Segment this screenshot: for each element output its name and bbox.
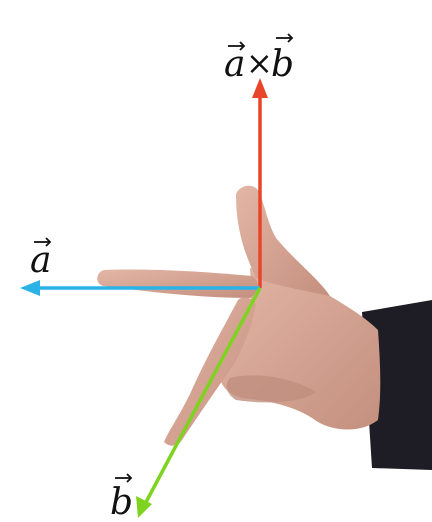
vector-b-label-text: b bbox=[110, 482, 133, 522]
arrow-hat-icon bbox=[228, 33, 294, 51]
middle-finger bbox=[164, 297, 256, 446]
vector-a-label-text: a bbox=[30, 240, 51, 281]
vector-b-arrowhead bbox=[136, 496, 152, 518]
cross-product-label: a × b bbox=[224, 33, 294, 85]
folded-fingers bbox=[226, 375, 316, 403]
cross-label-times: × bbox=[246, 44, 273, 82]
arrow-hat-icon bbox=[34, 237, 52, 247]
cross-product-arrowhead bbox=[252, 78, 268, 98]
vector-b-arrow bbox=[143, 287, 262, 505]
vector-a-arrowhead bbox=[20, 280, 40, 296]
sleeve bbox=[362, 300, 432, 470]
cross-label-a: a bbox=[224, 44, 245, 85]
vector-a-label: a bbox=[30, 237, 52, 281]
index-finger bbox=[97, 269, 258, 298]
arrow-hat-icon bbox=[115, 473, 133, 483]
cross-label-b: b bbox=[271, 44, 294, 85]
vector-b-label: b bbox=[110, 473, 133, 522]
